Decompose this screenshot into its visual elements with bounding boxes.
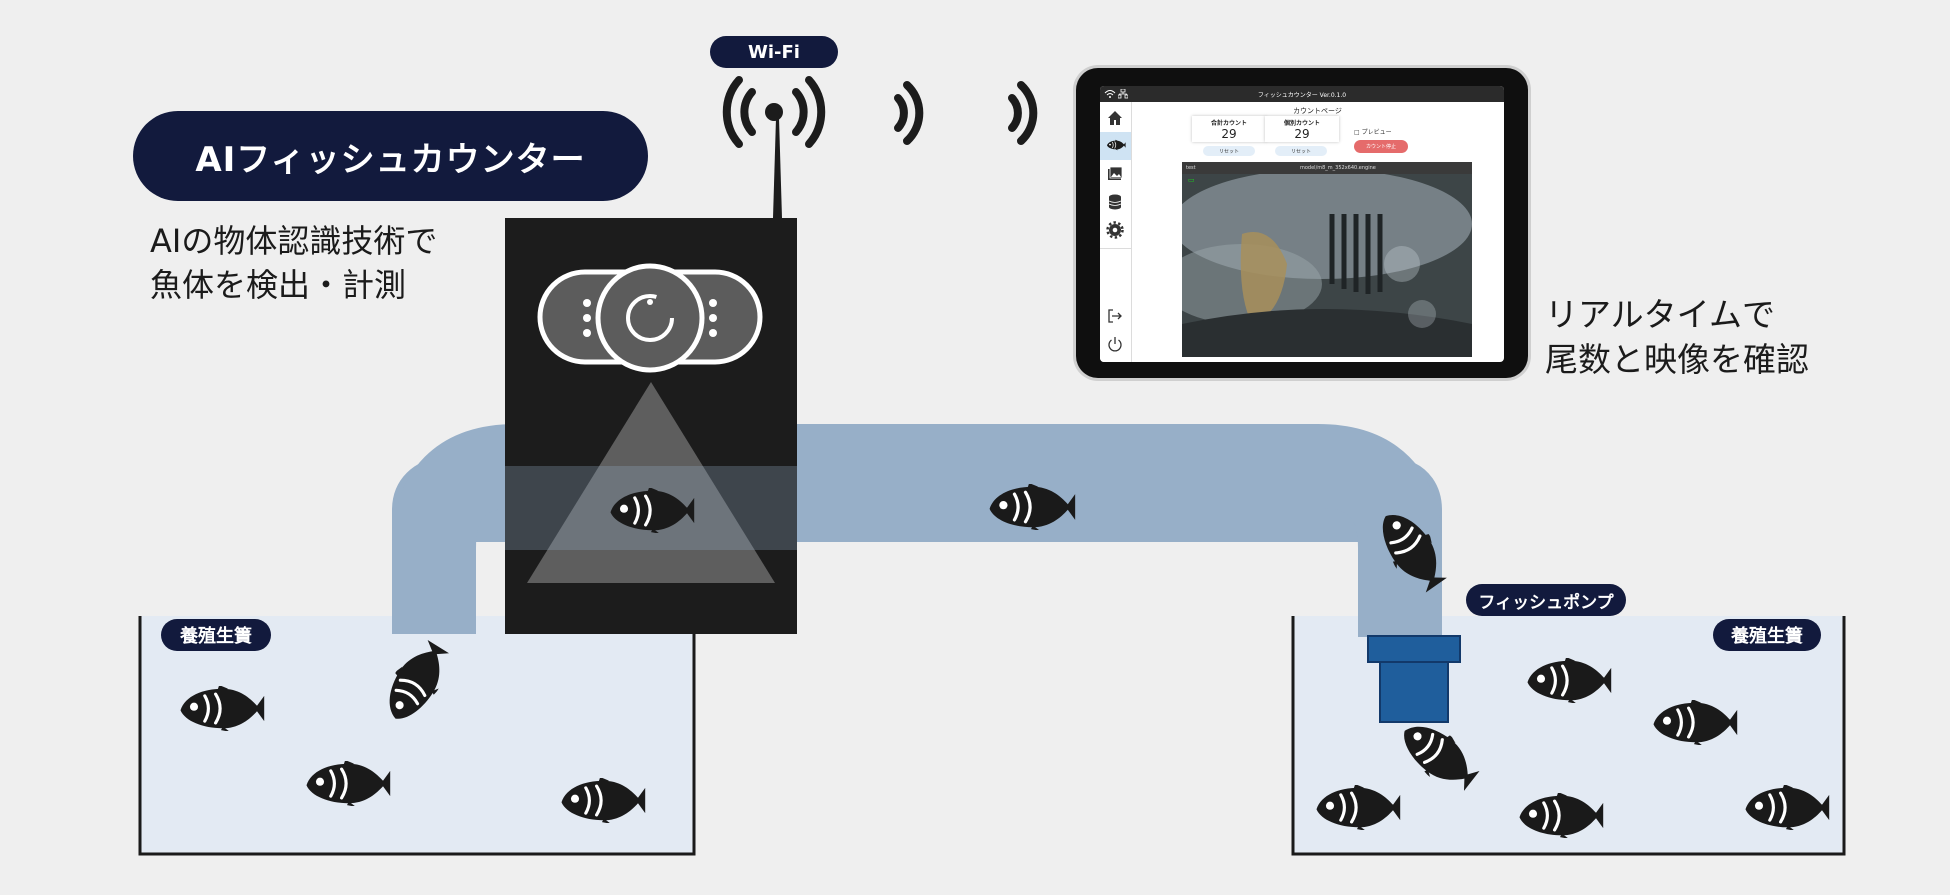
camera-view-cone <box>527 382 775 583</box>
product-title: AIフィッシュカウンター <box>133 111 648 201</box>
description-left-line-1: AIの物体認識技術で <box>150 222 438 260</box>
sidebar-item-power[interactable] <box>1100 330 1131 358</box>
pen-label-left: 養殖生簀 <box>161 619 271 651</box>
network-status-icon <box>1118 89 1128 99</box>
video-source-bar: test model/m8_m_352x640.engine <box>1182 162 1472 174</box>
fish-pump-label: フィッシュポンプ <box>1466 584 1626 616</box>
description-right-line-2: 尾数と映像を確認 <box>1545 340 1809 379</box>
wifi-antenna-icon <box>765 103 783 121</box>
camera-frame <box>1182 174 1472 357</box>
fish-pipe-bend <box>392 424 1442 637</box>
app-title-bar: フィッシュカウンター Ver.0.1.0 <box>1100 86 1504 102</box>
description-left-line-2: 魚体を検出・計測 <box>150 266 407 304</box>
signal-wave-icon-2 <box>1008 81 1038 145</box>
sidebar-item-count[interactable] <box>1100 132 1131 160</box>
fish-pump <box>1367 635 1461 723</box>
sidebar-item-gallery[interactable] <box>1100 160 1131 188</box>
individual-count-label: 個別カウント <box>1283 120 1320 127</box>
pen-outline-left <box>138 616 696 856</box>
stop-count-button[interactable]: カウント停止 <box>1354 140 1408 153</box>
camera-preview <box>1182 174 1472 357</box>
tablet-screen: フィッシュカウンター Ver.0.1.0 <box>1100 86 1504 362</box>
video-source-left: test <box>1186 165 1196 171</box>
logout-icon <box>1108 309 1122 323</box>
total-count-value: 29 <box>1221 127 1237 141</box>
preview-checkbox[interactable]: □ プレビュー <box>1354 129 1392 136</box>
individual-count-card: 個別カウント 29 <box>1265 116 1339 142</box>
camera-lens-icon <box>537 263 763 373</box>
video-source-right: model/m8_m_352x640.engine <box>1300 165 1376 171</box>
page-title: カウントページ <box>1293 107 1342 115</box>
pen-outline-right <box>1291 616 1846 856</box>
fish-icon <box>1106 139 1126 151</box>
sidebar-item-logout[interactable] <box>1100 302 1131 330</box>
wifi-status-icon <box>1104 90 1116 98</box>
app-sidebar <box>1100 102 1132 362</box>
database-icon <box>1108 194 1122 210</box>
gear-icon <box>1106 221 1124 239</box>
reset-total-button[interactable]: リセット <box>1203 146 1255 156</box>
sidebar-divider <box>1100 248 1131 249</box>
pen-label-right: 養殖生簀 <box>1713 619 1821 651</box>
description-right: リアルタイムで 尾数と映像を確認 <box>1545 292 1875 382</box>
home-icon <box>1108 111 1122 125</box>
total-count-label: 合計カウント <box>1210 120 1247 127</box>
signal-wave-icon <box>894 81 924 145</box>
tablet-device: フィッシュカウンター Ver.0.1.0 <box>1076 68 1528 378</box>
wifi-label: Wi-Fi <box>710 36 838 68</box>
reset-individual-button[interactable]: リセット <box>1275 146 1327 156</box>
app-title: フィッシュカウンター Ver.0.1.0 <box>1257 91 1347 99</box>
gallery-icon <box>1108 166 1123 180</box>
sidebar-item-database[interactable] <box>1100 188 1131 216</box>
power-icon <box>1108 337 1122 352</box>
description-right-line-1: リアルタイムで <box>1545 295 1776 334</box>
description-left: AIの物体認識技術で 魚体を検出・計測 <box>150 219 570 307</box>
total-count-card: 合計カウント 29 <box>1192 116 1266 142</box>
detection-marker: ▭ <box>1188 176 1195 184</box>
sidebar-item-home[interactable] <box>1100 104 1131 132</box>
sidebar-item-settings[interactable] <box>1100 216 1131 244</box>
individual-count-value: 29 <box>1294 127 1310 141</box>
antenna-mast <box>773 118 782 218</box>
